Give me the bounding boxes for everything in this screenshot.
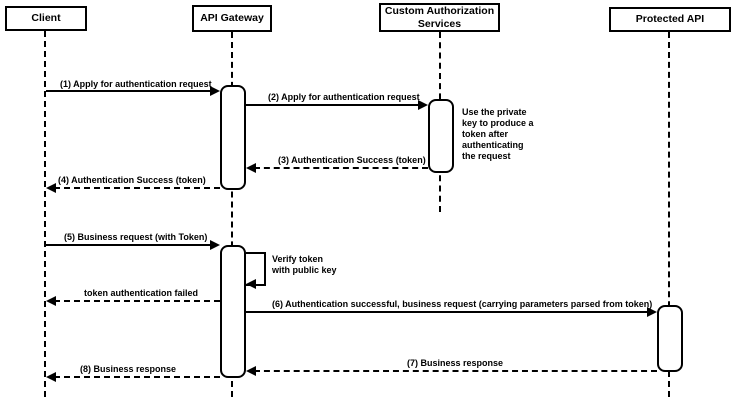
message-1-arrow	[46, 90, 211, 92]
self-message-verify-token-loop	[246, 252, 266, 286]
message-token-auth-failed-arrowhead-icon	[46, 296, 56, 306]
message-4-label: (4) Authentication Success (token)	[56, 175, 208, 185]
message-3-arrow	[254, 167, 428, 169]
message-token-auth-failed-arrow	[54, 300, 220, 302]
actor-custom-authorization-services: Custom Authorization Services	[379, 3, 500, 32]
note-private-key: Use the private key to produce a token a…	[462, 107, 534, 161]
actor-protected-api: Protected API	[609, 7, 731, 32]
self-message-verify-token-label: Verify token with public key	[270, 254, 339, 277]
message-5-label: (5) Business request (with Token)	[62, 232, 210, 242]
actor-client: Client	[5, 6, 87, 31]
actor-protected-api-label: Protected API	[635, 13, 705, 26]
message-6-label: (6) Authentication successful, business …	[270, 299, 655, 309]
message-4-arrowhead-icon	[46, 183, 56, 193]
message-2-arrowhead-icon	[418, 100, 428, 110]
lifeline-client	[44, 31, 46, 397]
message-8-arrowhead-icon	[46, 372, 56, 382]
message-7-label: (7) Business response	[405, 358, 506, 368]
message-1-label: (1) Apply for authentication request	[58, 79, 214, 89]
actor-custom-authorization-services-label: Custom Authorization Services	[384, 5, 495, 30]
message-4-arrow	[54, 187, 220, 189]
message-7-arrow	[254, 370, 657, 372]
lifeline-protected-api	[668, 32, 670, 397]
actor-client-label: Client	[31, 12, 61, 25]
actor-api-gateway: API Gateway	[192, 5, 272, 32]
actor-api-gateway-label: API Gateway	[200, 12, 264, 25]
activation-api-gateway-business	[220, 245, 246, 378]
message-3-arrowhead-icon	[246, 163, 256, 173]
message-6-arrowhead-icon	[647, 307, 657, 317]
message-1-arrowhead-icon	[210, 86, 220, 96]
message-2-label: (2) Apply for authentication request	[266, 92, 422, 102]
self-message-verify-token-arrowhead-icon	[246, 279, 256, 289]
lifeline-api-gateway	[231, 32, 233, 397]
message-2-arrow	[246, 104, 419, 106]
message-7-arrowhead-icon	[246, 366, 256, 376]
message-3-label: (3) Authentication Success (token)	[276, 155, 428, 165]
message-5-arrowhead-icon	[210, 240, 220, 250]
message-6-arrow	[246, 311, 648, 313]
message-5-arrow	[46, 244, 211, 246]
message-8-arrow	[54, 376, 220, 378]
message-token-auth-failed-label: token authentication failed	[82, 288, 201, 298]
activation-custom-authorization-services	[428, 99, 454, 173]
activation-protected-api	[657, 305, 683, 372]
activation-api-gateway-auth	[220, 85, 246, 190]
message-8-label: (8) Business response	[78, 364, 179, 374]
